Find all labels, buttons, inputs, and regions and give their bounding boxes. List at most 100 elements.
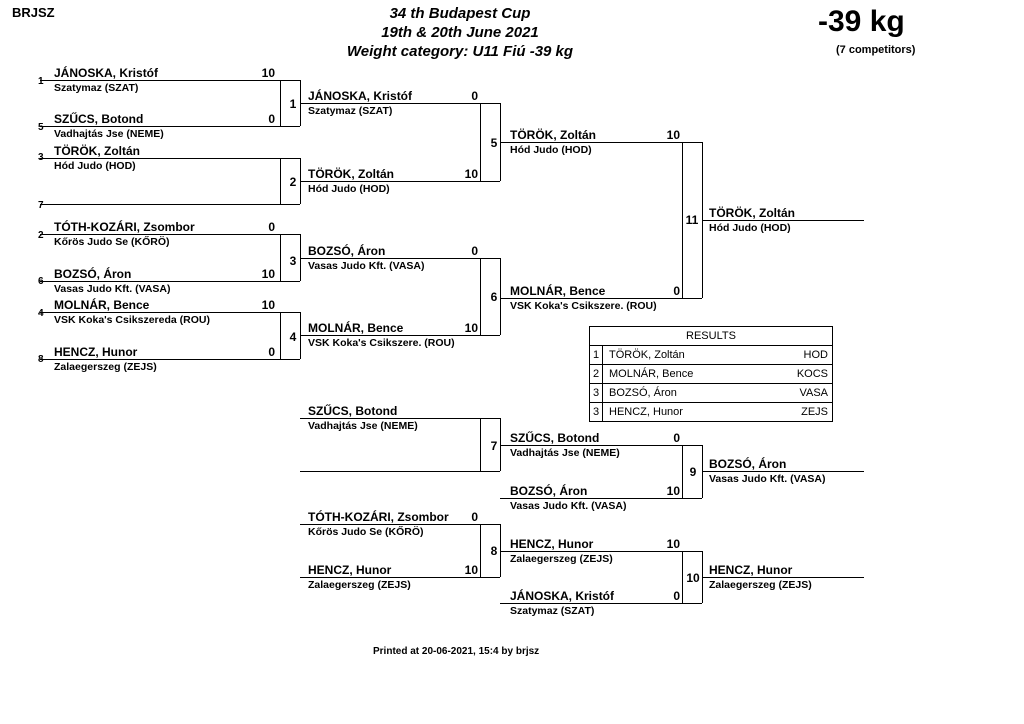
place: 1: [590, 346, 603, 364]
competitor-club: Hód Judo (HOD): [510, 144, 592, 156]
score: 10: [464, 167, 478, 181]
competitor-name: BOZSÓ, Áron: [54, 267, 132, 281]
bronze-winner-club: Vasas Judo Kft. (VASA): [709, 473, 826, 485]
bracket-line: [280, 281, 300, 282]
competitor-name: SZŰCS, Botond: [510, 431, 600, 445]
score: 10: [666, 128, 680, 142]
score: 0: [673, 431, 680, 445]
result-club: KOCS: [796, 368, 828, 380]
bracket-line: [300, 181, 480, 182]
score: 0: [471, 89, 478, 103]
results-row: 1 TÖRÖK, Zoltán HOD: [590, 346, 832, 365]
results-title: RESULTS: [590, 327, 832, 346]
results-table: RESULTS 1 TÖRÖK, Zoltán HOD 2 MOLNÁR, Be…: [589, 326, 833, 422]
org-code: BRJSZ: [12, 5, 55, 20]
competitor-club: Szatymaz (SZAT): [308, 105, 393, 117]
match-number: 9: [689, 465, 697, 479]
bracket-line: [40, 204, 280, 205]
competitor-club: Vadhajtás Jse (NEME): [510, 447, 620, 459]
bracket-line: [300, 471, 480, 472]
bracket-line: [500, 498, 682, 499]
bracket-line: [480, 103, 500, 104]
result-name: TÖRÖK, Zoltán: [609, 349, 685, 361]
bracket-line: [40, 234, 280, 235]
competitor-name: MOLNÁR, Bence: [54, 298, 150, 312]
competitor-name: MOLNÁR, Bence: [510, 284, 606, 298]
score: 0: [268, 345, 275, 359]
seed-number: 7: [38, 200, 44, 211]
bronze-winner-club: Zalaegerszeg (ZEJS): [709, 579, 812, 591]
seed-number: 6: [38, 276, 44, 287]
bracket-line: [40, 158, 280, 159]
bracket-line: [280, 312, 281, 359]
bracket-line: [682, 551, 683, 603]
competitor-name: TÖRÖK, Zoltán: [510, 128, 596, 142]
score: 0: [471, 244, 478, 258]
event-title: 34 th Budapest Cup: [389, 5, 531, 22]
bronze-winner-name: HENCZ, Hunor: [709, 563, 793, 577]
score: 0: [673, 589, 680, 603]
results-row: 2 MOLNÁR, Bence KOCS: [590, 365, 832, 384]
bracket-line: [300, 418, 480, 419]
weight-label: -39 kg: [818, 5, 905, 38]
bracket-line: [702, 471, 864, 472]
bracket-line: [480, 418, 481, 471]
score: 0: [673, 284, 680, 298]
match-number: 4: [289, 330, 297, 344]
bracket-line: [500, 603, 682, 604]
bracket-line: [40, 359, 280, 360]
score: 10: [261, 267, 275, 281]
winner-name: TÖRÖK, Zoltán: [709, 206, 795, 220]
competitor-club: VSK Koka's Csikszere. (ROU): [308, 337, 455, 349]
bracket-line: [682, 445, 702, 446]
bracket-line: [40, 80, 280, 81]
seed-number: 4: [38, 308, 44, 319]
bracket-line: [300, 577, 480, 578]
competitor-club: Vasas Judo Kft. (VASA): [510, 500, 627, 512]
score: 10: [261, 298, 275, 312]
place: 2: [590, 365, 603, 383]
bracket-line: [702, 220, 864, 221]
result-name: MOLNÁR, Bence: [609, 368, 694, 380]
competitor-club: Vadhajtás Jse (NEME): [308, 420, 418, 432]
score: 0: [471, 510, 478, 524]
bracket-line: [280, 359, 300, 360]
competitor-club: Hód Judo (HOD): [54, 160, 136, 172]
seed-number: 2: [38, 230, 44, 241]
bracket-line: [300, 103, 480, 104]
competitor-club: Szatymaz (SZAT): [510, 605, 595, 617]
competitor-name: JÁNOSKA, Kristóf: [308, 89, 413, 103]
bracket-line: [300, 335, 480, 336]
bracket-line: [280, 312, 300, 313]
bracket-line: [280, 158, 281, 204]
bracket-line: [40, 312, 280, 313]
competitor-count: (7 competitors): [836, 44, 916, 56]
match-number: 11: [685, 213, 699, 227]
competitor-club: Kőrös Judo Se (KŐRÖ): [54, 236, 170, 248]
bracket-line: [280, 234, 281, 281]
result-club: HOD: [803, 349, 828, 361]
bracket-line: [682, 142, 683, 298]
bracket-line: [280, 158, 300, 159]
bracket-line: [682, 445, 683, 498]
score: 0: [268, 220, 275, 234]
bracket-line: [682, 551, 702, 552]
competitor-name: HENCZ, Hunor: [510, 537, 594, 551]
seed-number: 1: [38, 76, 44, 87]
results-row: 3 BOZSÓ, Áron VASA: [590, 384, 832, 403]
bracket-line: [40, 281, 280, 282]
bracket-line: [480, 335, 500, 336]
bracket-line: [480, 471, 500, 472]
bracket-line: [300, 258, 480, 259]
bracket-line: [500, 524, 501, 577]
bracket-line: [40, 126, 280, 127]
bracket-line: [500, 298, 682, 299]
bracket-line: [480, 577, 500, 578]
competitor-club: VSK Koka's Csikszere. (ROU): [510, 300, 657, 312]
bracket-line: [280, 204, 300, 205]
result-club: VASA: [799, 387, 828, 399]
bracket-line: [300, 234, 301, 281]
match-number: 10: [686, 571, 700, 585]
print-footer: Printed at 20-06-2021, 15:4 by brjsz: [373, 646, 540, 657]
score: 10: [261, 66, 275, 80]
